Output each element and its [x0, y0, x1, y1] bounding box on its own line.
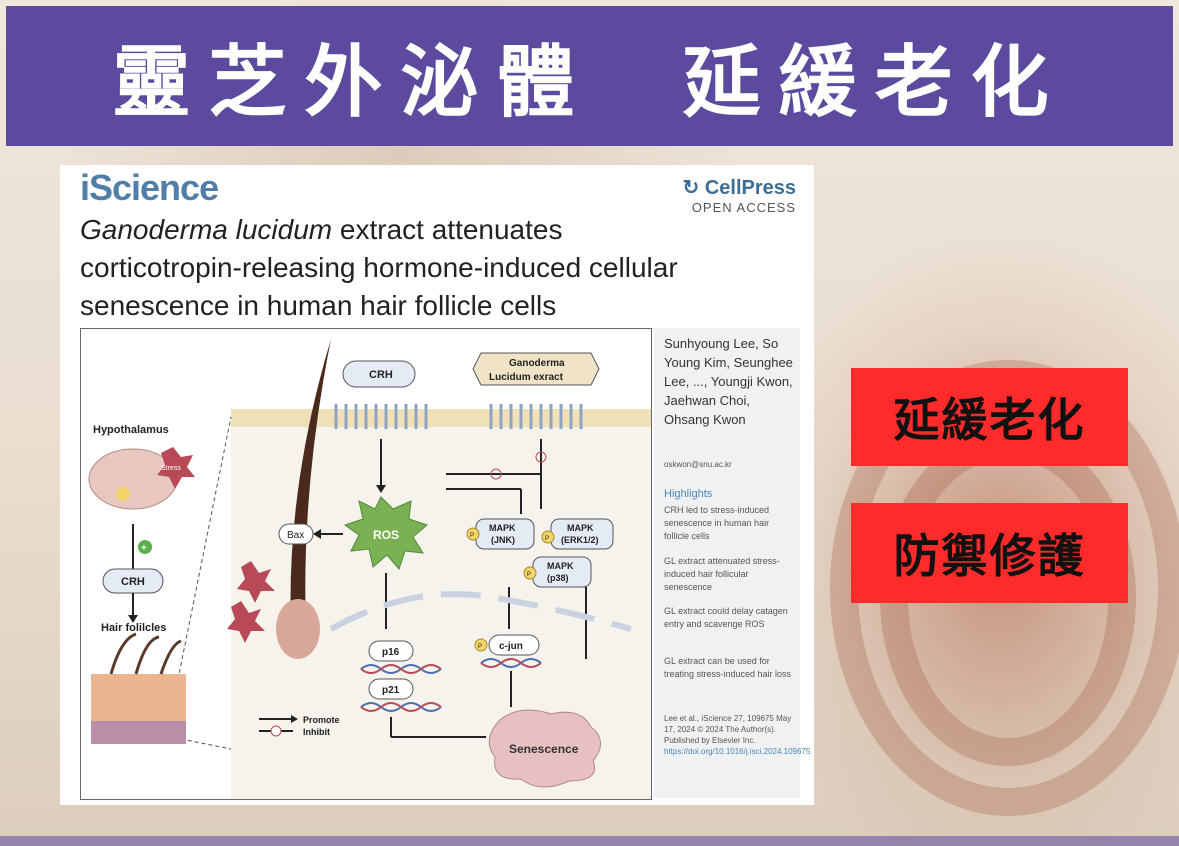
senescent-cell-icon — [488, 709, 601, 788]
mapk-p38-label-2: (p38) — [547, 573, 569, 583]
cell-membrane — [231, 409, 651, 427]
crh-left-label: CRH — [121, 576, 145, 588]
highlight-item: GL extract attenuated stress-induced hai… — [664, 556, 780, 592]
graphical-abstract-diagram: Hypothalamus Stress + CRH Hair folilcles… — [88, 339, 651, 799]
header-banner: 靈芝外泌體 延緩老化 — [6, 6, 1173, 146]
paper-title-line2: corticotropin-releasing hormone-induced … — [80, 252, 678, 283]
dna-strand-cjun — [480, 658, 542, 668]
promote-plus-icon — [138, 540, 152, 554]
hair-follicles-label: Hair folilcles — [101, 622, 166, 634]
doi-link[interactable]: https://doi.org/10.1016/j.isci.2024.1096… — [664, 747, 811, 756]
paper-title: Ganoderma lucidum extract attenuates cor… — [80, 211, 800, 325]
ganoderma-label-2: Lucidum exract — [489, 372, 564, 383]
paper-title-species: Ganoderma lucidum — [80, 214, 333, 245]
stress-burst-icon-2 — [237, 561, 275, 603]
highlights-heading: Highlights — [664, 488, 713, 500]
crh-receptor-label: CRH — [369, 369, 393, 381]
hair-shaft-icon — [290, 339, 331, 629]
ganoderma-receptor-icon — [489, 404, 583, 429]
p16-label: p16 — [382, 647, 400, 658]
publisher-name: CellPress — [704, 177, 796, 199]
zoom-line-top — [170, 416, 232, 715]
inhibit-marker — [535, 451, 547, 463]
mapk-p38-label-1: MAPK — [547, 561, 574, 571]
graphical-abstract: Hypothalamus Stress + CRH Hair folilcles… — [80, 328, 652, 800]
mapk-erk-label-1: MAPK — [567, 523, 594, 533]
legend-promote-label: Promote — [303, 715, 340, 725]
phospho-icon-p38 — [523, 566, 537, 580]
skin-dermis — [91, 721, 186, 744]
ros-label: ROS — [373, 528, 399, 542]
arrow-head — [128, 615, 138, 623]
paper-sidebar: Sunhyoung Lee, So Young Kim, Seunghee Le… — [654, 328, 811, 798]
journal-name: iScience — [80, 167, 219, 208]
crh-receptor-icon — [334, 404, 428, 429]
dna-strand-cjun-b — [480, 658, 542, 668]
highlight-item: GL extract could delay catagen entry and… — [664, 606, 788, 629]
hair-bulb-icon — [276, 599, 320, 659]
highlight-item: CRH led to stress-induced senescence in … — [664, 505, 770, 541]
phospho-icon-jnk — [466, 527, 480, 541]
phospho-icon-erk — [541, 530, 555, 544]
citation-block: Lee et al., iScience 27, 109675 May 17, … — [664, 713, 811, 757]
citation-text: Lee et al., iScience 27, 109675 May 17, … — [664, 714, 792, 745]
dna-strand-p21-b — [360, 702, 442, 712]
crh-receptor-pill — [342, 360, 416, 388]
mapk-jnk-label-1: MAPK — [489, 523, 516, 533]
arrow-head — [376, 485, 386, 493]
hair-strands-icon — [109, 632, 182, 675]
inhibit-marker-2 — [490, 468, 502, 480]
badge-anti-aging: 延緩老化 — [851, 368, 1128, 466]
highlight-item: GL extract can be used for treating stre… — [664, 656, 792, 679]
stress-burst-icon — [157, 447, 195, 489]
mapk-erk-label-2: (ERK1/2) — [561, 535, 599, 545]
ganoderma-label-1: Ganoderma — [509, 358, 565, 369]
cjun-label: c-jun — [499, 641, 523, 652]
legend-inhibit-label: Inhibit — [303, 727, 330, 737]
arrow-head — [313, 529, 321, 539]
badge-defense-repair-label: 防禦修護 — [893, 529, 1086, 583]
paper-title-line1: extract attenuates — [332, 214, 563, 245]
stress-label: Stress — [161, 465, 181, 472]
paper-title-line3: senescence in human hair follicle cells — [80, 290, 557, 321]
cjun-pill — [488, 634, 540, 656]
senescence-label: Senescence — [509, 742, 579, 756]
plus-glyph: + — [141, 543, 147, 554]
phospho-p-cjun: P — [478, 644, 482, 650]
author-list: Sunhyoung Lee, So Young Kim, Seunghee Le… — [664, 336, 793, 427]
p16-pill — [368, 640, 414, 662]
paper-card: iScience ↻ CellPress OPEN ACCESS Ganoder… — [60, 165, 814, 805]
nuclear-membrane — [329, 591, 632, 632]
bottom-bar — [0, 836, 1179, 846]
mapk-jnk-label-2: (JNK) — [491, 535, 515, 545]
badge-anti-aging-label: 延緩老化 — [893, 393, 1086, 447]
phospho-p-erk: P — [545, 536, 549, 542]
bax-pill — [278, 523, 314, 545]
p21-label: p21 — [382, 685, 400, 696]
p21-pill — [368, 678, 414, 700]
phospho-icon-cjun — [474, 638, 488, 652]
badge-defense-repair: 防禦修護 — [851, 503, 1128, 603]
open-access-label: OPEN ACCESS — [691, 200, 796, 215]
stress-burst-icon-3 — [227, 601, 265, 643]
dna-strand-p16-b — [360, 664, 442, 674]
legend-promote-head — [291, 715, 298, 723]
ganoderma-box — [472, 352, 600, 386]
page-title: 靈芝外泌體 延緩老化 — [112, 38, 1067, 128]
phospho-p-p38: P — [527, 572, 531, 578]
ros-burst-icon — [343, 496, 428, 570]
legend-inhibit-marker — [270, 725, 282, 737]
phospho-p-jnk: P — [470, 533, 474, 539]
bax-label: Bax — [287, 530, 304, 541]
hypothalamus-glow — [116, 487, 130, 501]
zoom-line-bottom — [180, 738, 232, 750]
publisher-logo: ↻ CellPress OPEN ACCESS — [683, 175, 797, 215]
hypothalamus-label: Hypothalamus — [93, 424, 169, 436]
cellpress-icon: ↻ — [682, 177, 705, 199]
author-email: oskwon@snu.ac.kr — [664, 460, 732, 469]
